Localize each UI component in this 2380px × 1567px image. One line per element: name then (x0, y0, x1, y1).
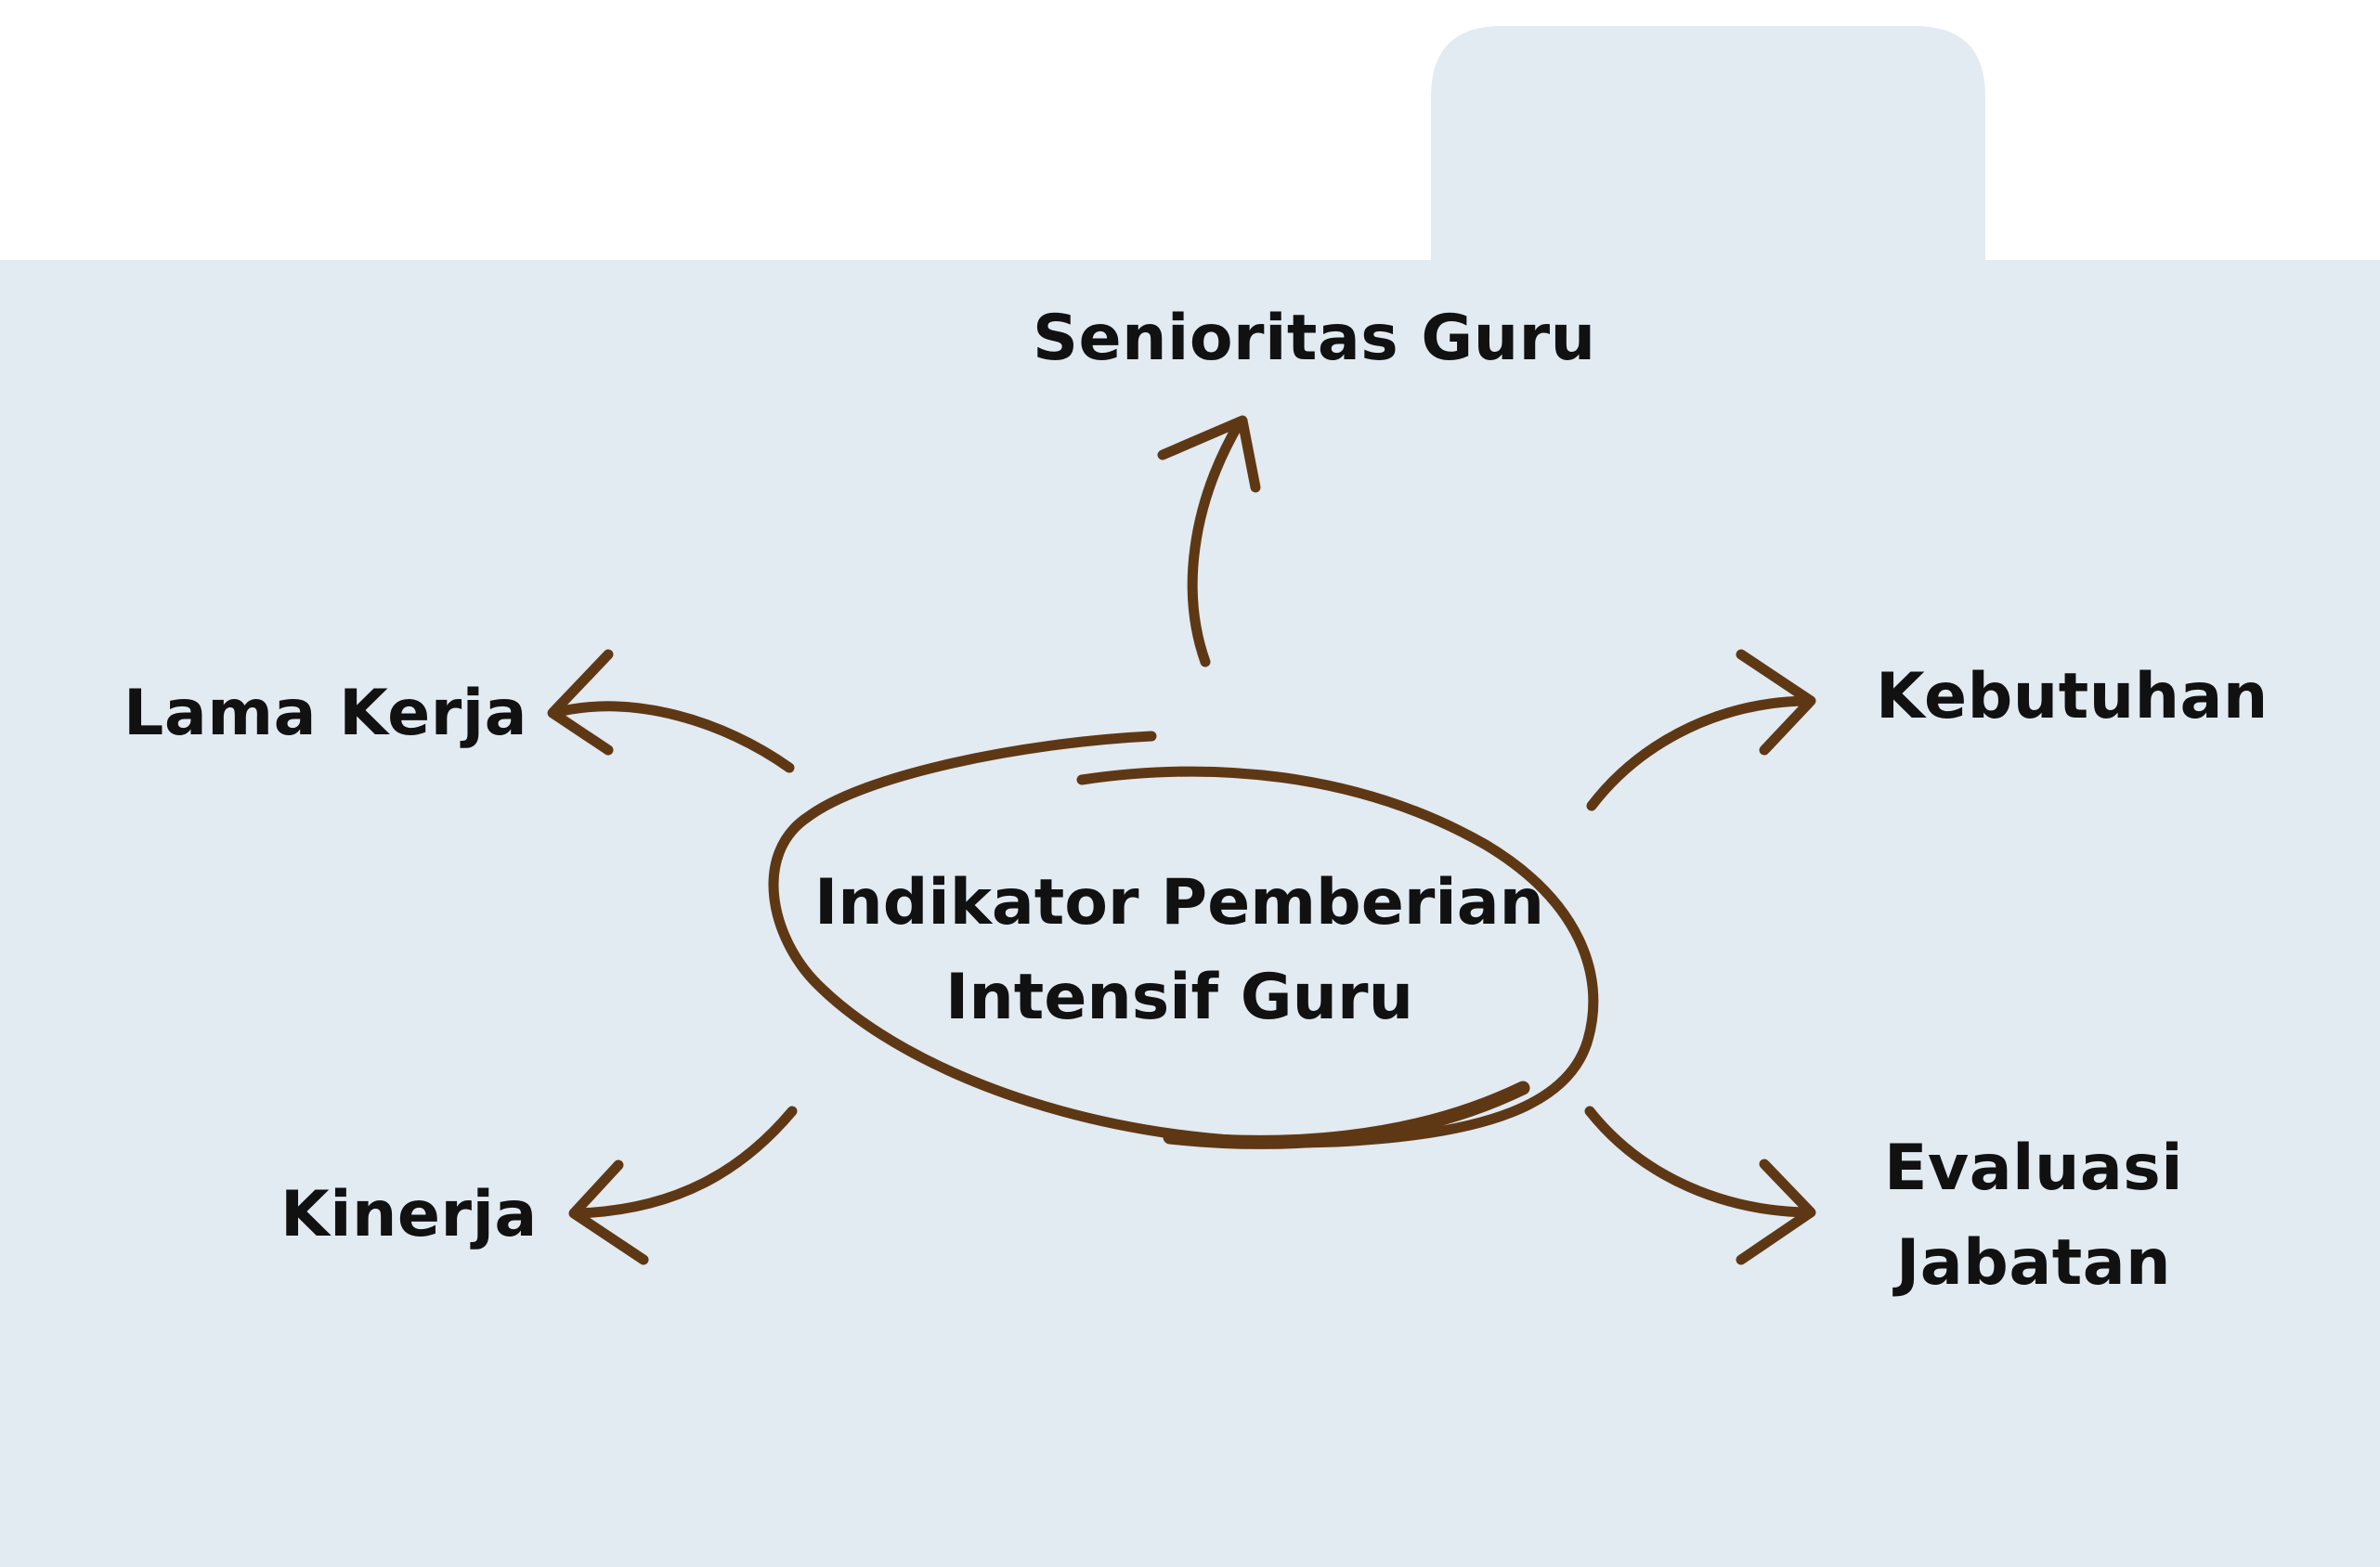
center-ellipse (768, 731, 1599, 1149)
node-senioritas-guru: Senioritas Guru (1033, 302, 1596, 375)
arrow-kinerja (568, 1106, 798, 1265)
center-title: Indikator Pemberian Intensif Guru (715, 856, 1644, 1045)
node-kebutuhan: Kebutuhan (1876, 660, 2269, 733)
center-title-line-1: Indikator Pemberian (814, 866, 1544, 939)
node-evaluasi-line-2: Jabatan (1895, 1226, 2172, 1300)
node-lama-kerja: Lama Kerja (124, 677, 527, 750)
node-kinerja: Kinerja (280, 1178, 538, 1251)
arrow-senioritas (1157, 415, 1261, 667)
node-evaluasi-jabatan: Evaluasi Jabatan (1857, 1121, 2210, 1311)
center-title-line-2: Intensif Guru (945, 961, 1413, 1034)
node-evaluasi-line-1: Evaluasi (1883, 1132, 2184, 1205)
arrow-lama-kerja (547, 649, 795, 773)
arrow-evaluasi (1584, 1106, 1816, 1265)
arrow-kebutuhan (1586, 649, 1816, 811)
